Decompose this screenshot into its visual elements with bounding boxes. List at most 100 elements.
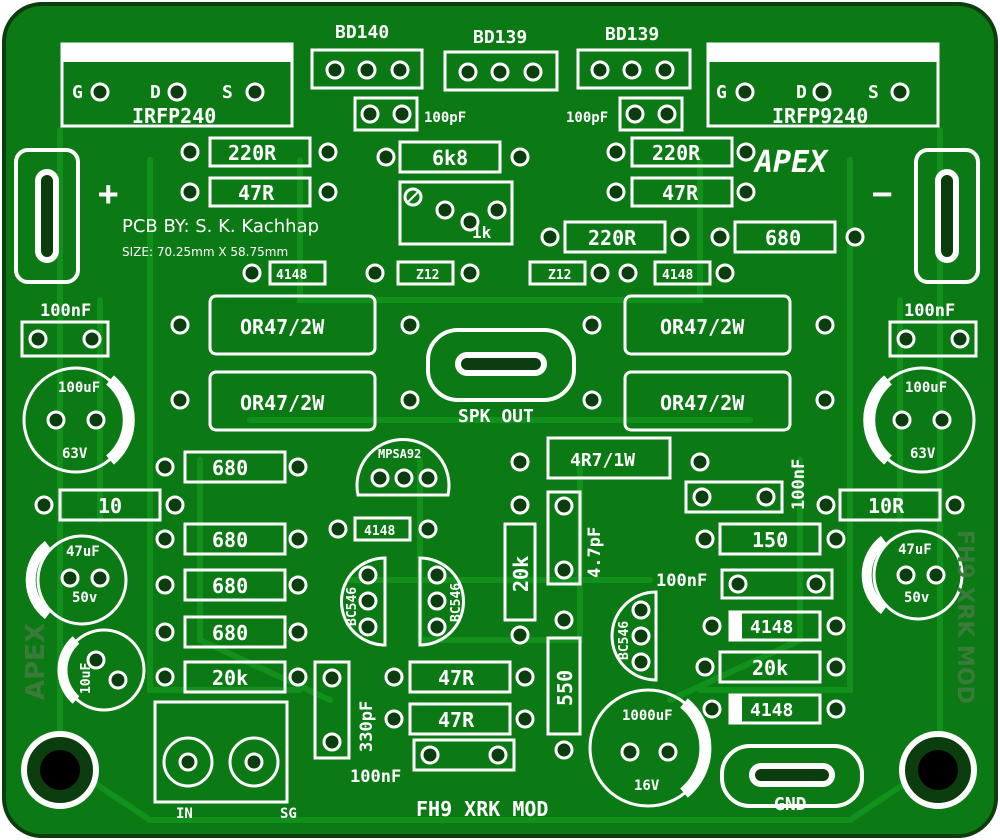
gnd-label: GND <box>774 794 807 815</box>
cap-label: 50v <box>904 590 929 606</box>
electrolytic-details: 100uF 63V 100uF 63V 47uF 50v 47uF 50v 10… <box>25 375 952 798</box>
resistor-label: 680 <box>212 621 248 645</box>
bd139-b-footprint: BD139 <box>576 24 692 90</box>
transistor-label: MPSA92 <box>378 447 421 461</box>
trimmer-label: 1k <box>472 223 492 242</box>
cap-label: 47uF <box>898 542 932 558</box>
cap-label: 100nF <box>904 301 955 321</box>
bd139-a-label: BD139 <box>473 27 527 48</box>
spk-out-label: SPK OUT <box>458 406 534 427</box>
power-terminal-minus: − <box>872 148 980 284</box>
mirror-footer: FH9 XRK MOD <box>952 530 977 704</box>
diode-label: 4148 <box>750 700 793 721</box>
cap-label: 100nF <box>40 301 91 321</box>
diode-label: Z12 <box>416 268 439 283</box>
cap-label: 50v <box>72 590 97 606</box>
bd139-a-footprint: BD139 <box>443 27 559 92</box>
resistor-label: OR47/2W <box>240 391 325 415</box>
film-caps <box>20 320 978 772</box>
power-terminal-plus: + <box>14 148 118 284</box>
in-label: IN <box>176 806 193 822</box>
resistor-label: 220R <box>228 141 277 165</box>
plus-sign: + <box>98 174 118 214</box>
resistor-label: 47R <box>438 708 475 732</box>
irfp9240-label: IRFP9240 <box>772 104 868 128</box>
resistor-label: 6k8 <box>432 146 468 170</box>
resistor-label: 150 <box>752 528 788 552</box>
resistor-label: 10R <box>868 494 905 518</box>
bc546-footprints: BC546 BC546 BC546 <box>340 556 658 682</box>
pin-d-label: D <box>796 82 807 103</box>
bd140-footprint: BD140 <box>310 22 424 90</box>
transistor-label: BC546 <box>449 583 464 622</box>
diode-label: 4148 <box>276 268 307 283</box>
pin-s-label: S <box>222 82 233 103</box>
diode-label: 4148 <box>662 268 693 283</box>
apex-logo: APEX <box>753 145 829 180</box>
cap-label: 63V <box>62 446 88 462</box>
speaker-out-terminal: SPK OUT <box>426 328 576 427</box>
resistor-label: 680 <box>765 226 801 250</box>
resistor-label: 4R7/1W <box>570 450 635 471</box>
cap-label: 16V <box>634 778 660 794</box>
cap-label: 100nF <box>656 571 707 591</box>
resistors <box>58 136 942 736</box>
branding: APEX PCB BY: S. K. Kachhap SIZE: 70.25mm… <box>21 145 977 821</box>
cap-label: 100nF <box>789 459 809 510</box>
resistor-label: 20k <box>752 656 788 680</box>
resistor-label: 47R <box>662 181 699 205</box>
footer-label: FH9 XRK MOD <box>416 797 548 821</box>
size-label: SIZE: 70.25mm X 58.75mm <box>122 245 288 259</box>
mounting-holes <box>21 731 977 809</box>
irfp240-footprint: G D S IRFP240 <box>60 42 294 128</box>
resistor-label: 20k <box>212 666 248 690</box>
transistor-label: BC546 <box>617 621 632 660</box>
diodes: 4148 Z12 Z12 4148 4148 4148 4148 <box>242 260 846 725</box>
diode-label: 4148 <box>364 524 395 539</box>
transistor-label: BC546 <box>345 587 360 626</box>
cap-label: 1000uF <box>622 708 673 724</box>
cap-label: 100uF <box>905 380 947 396</box>
mpsa92-footprint: MPSA92 <box>355 438 451 497</box>
sg-label: SG <box>280 806 297 822</box>
resistor-label: 220R <box>588 226 637 250</box>
pin-g-label: G <box>72 82 83 103</box>
pin-d-label: D <box>150 82 161 103</box>
pcb-by-label: PCB BY: S. K. Kachhap <box>122 216 319 237</box>
mirror-apex: APEX <box>21 623 51 700</box>
resistor-label: OR47/2W <box>660 391 745 415</box>
cap-100pf-left: 100pF <box>353 96 466 132</box>
irfp240-label: IRFP240 <box>132 104 216 128</box>
resistor-label: 550 <box>553 670 577 706</box>
film-cap-labels: 100nF 100nF 100nF 100nF 100nF 330pF 4.7p… <box>40 301 955 787</box>
cap-100pf-label: 100pF <box>424 110 466 126</box>
cap-label: 100uF <box>58 380 100 396</box>
resistor-label: 47R <box>238 181 275 205</box>
cap-label: 10uF <box>79 663 94 694</box>
resistor-label: 680 <box>212 528 248 552</box>
resistor-label: 680 <box>212 456 248 480</box>
bd140-label: BD140 <box>335 22 389 43</box>
resistor-labels: 220R 47R 6k8 220R 47R 220R 680 OR47/2W O… <box>98 141 905 732</box>
trimmer-pot: 1k <box>398 180 514 246</box>
diode-label: 4148 <box>750 617 793 638</box>
resistor-label: 220R <box>652 141 701 165</box>
resistor-label: OR47/2W <box>660 315 745 339</box>
cap-100pf-label: 100pF <box>566 110 608 126</box>
cap-label: 100nF <box>350 767 401 787</box>
input-terminal: IN SG <box>153 700 297 822</box>
cap-label: 330pF <box>357 701 377 752</box>
gnd-terminal: GND <box>720 744 864 815</box>
bd139-b-label: BD139 <box>605 24 659 45</box>
cap-100pf-right: 100pF <box>566 96 684 132</box>
diode-label: Z12 <box>548 268 571 283</box>
resistor-label: 47R <box>438 666 475 690</box>
resistor-label: 680 <box>212 574 248 598</box>
minus-sign: − <box>872 174 892 214</box>
pin-g-label: G <box>716 82 727 103</box>
pin-s-label: S <box>868 82 879 103</box>
resistor-label: 10 <box>98 494 122 518</box>
resistor-label: OR47/2W <box>240 315 325 339</box>
cap-label: 63V <box>910 446 936 462</box>
